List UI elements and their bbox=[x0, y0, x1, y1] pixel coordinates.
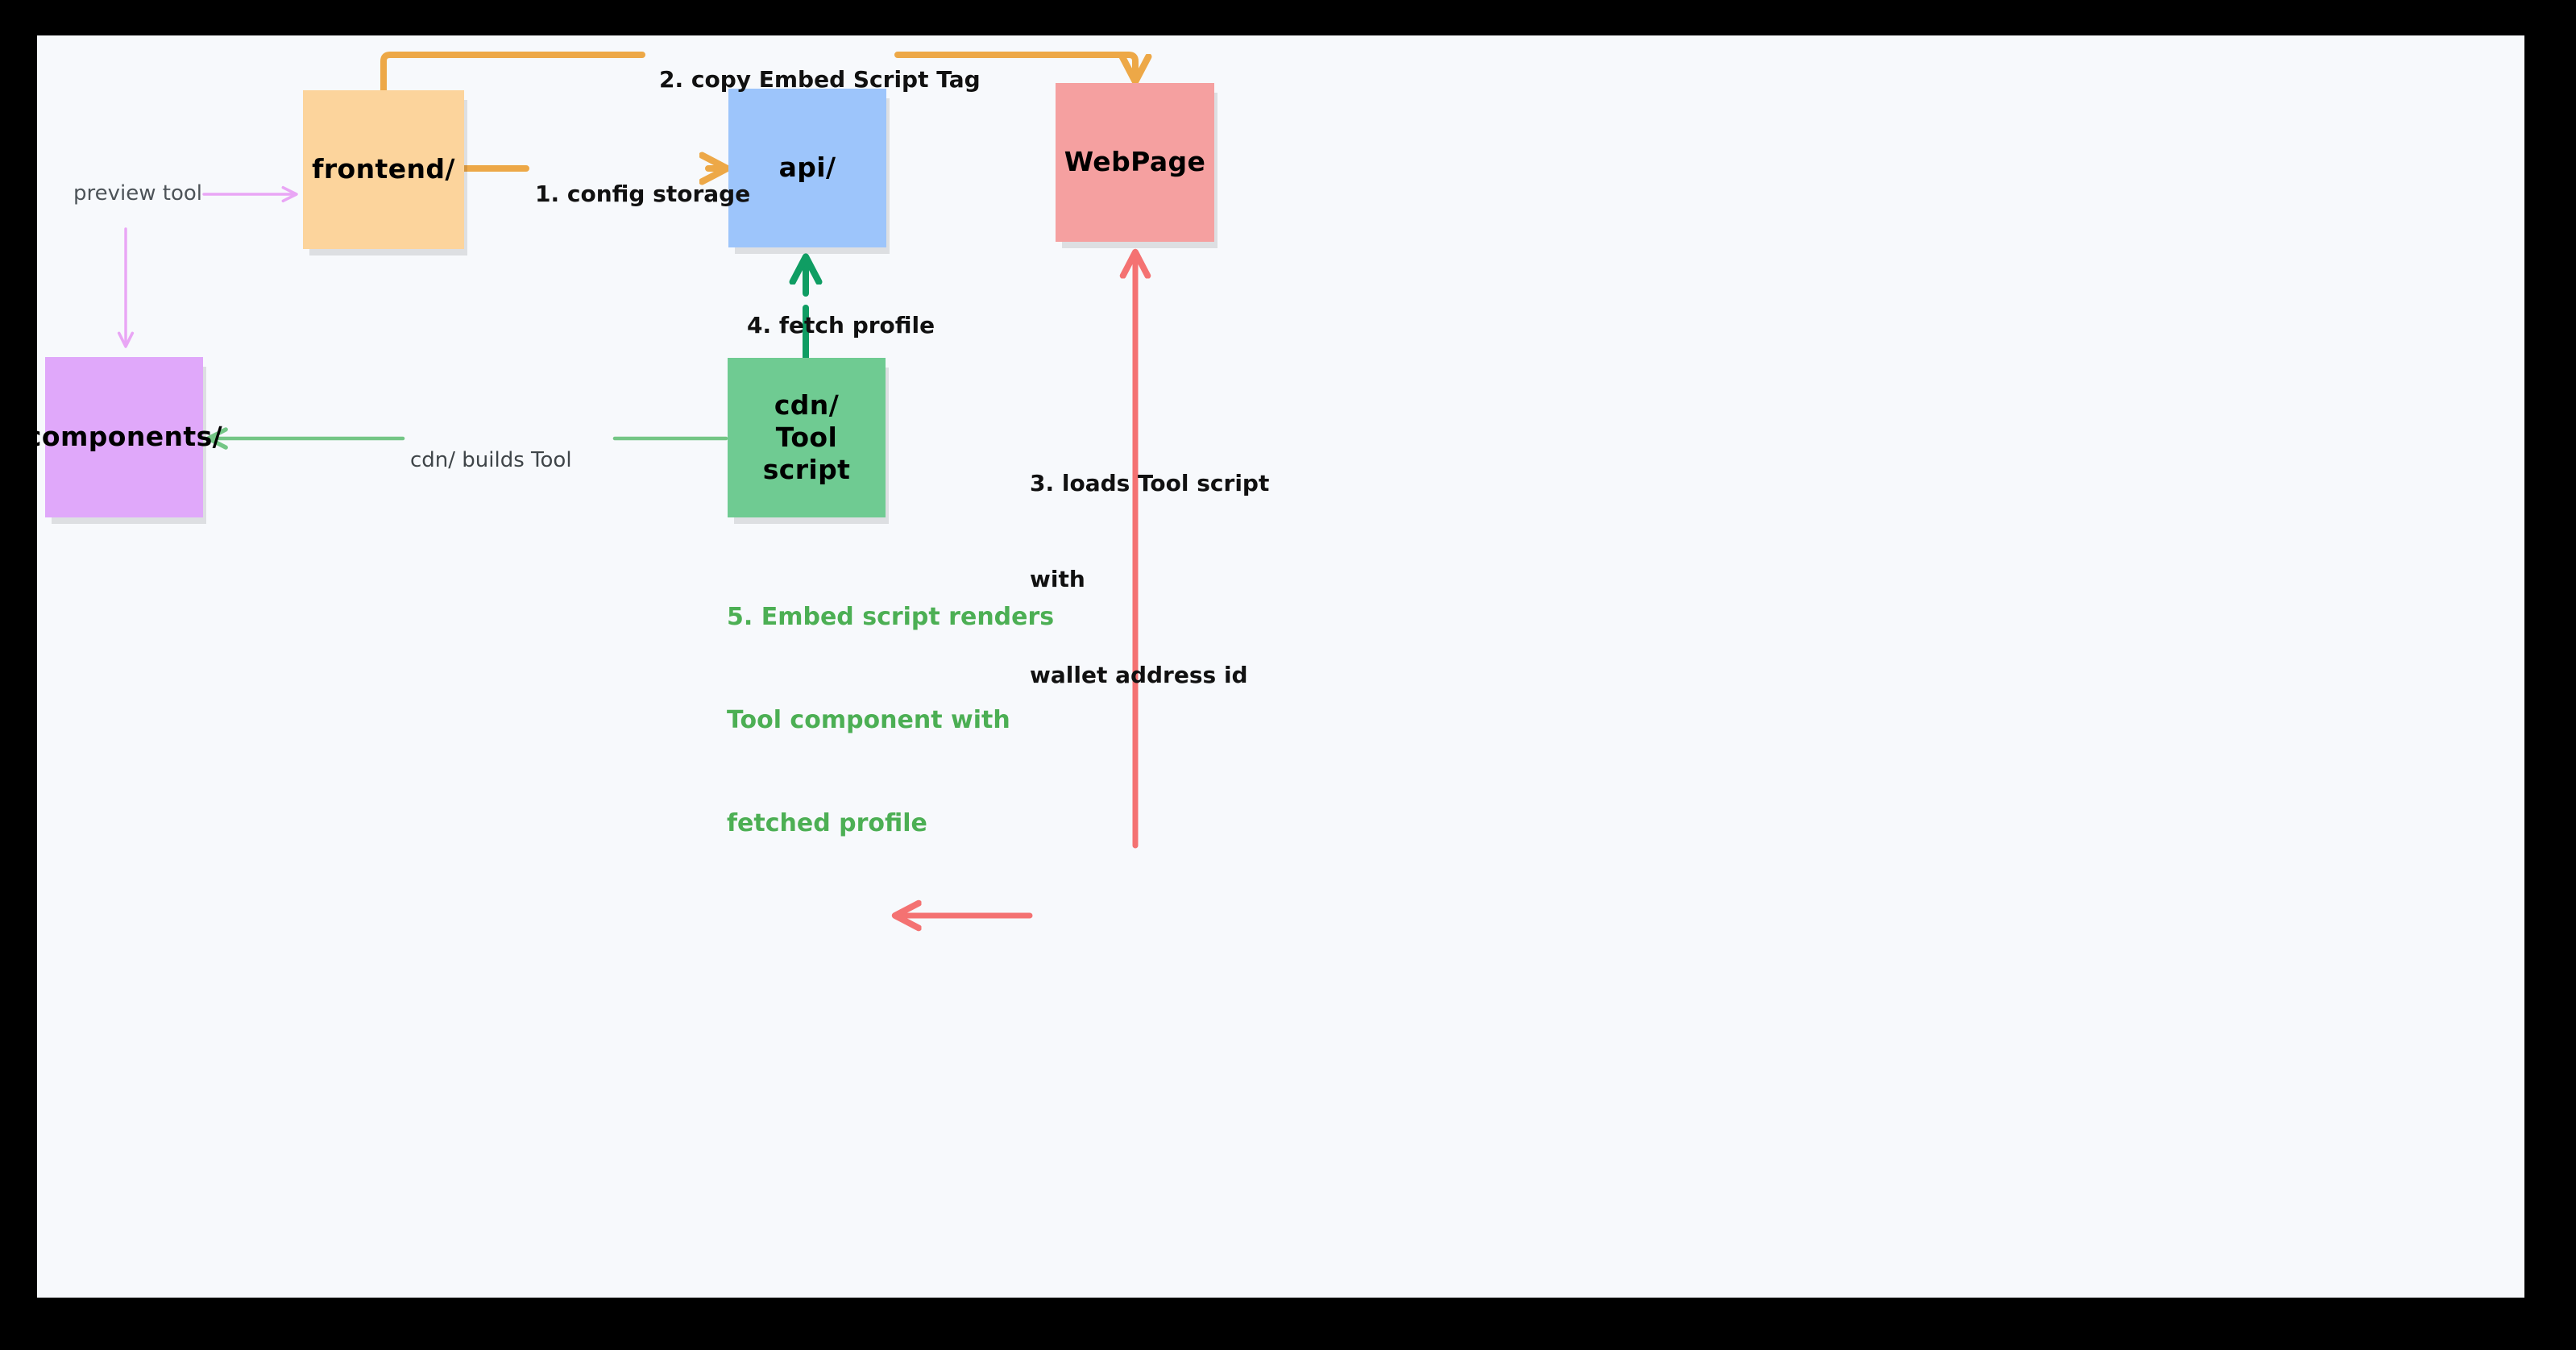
edge-label-fetch-profile: 4. fetch profile bbox=[747, 312, 935, 339]
edge-label-config-storage: 1. config storage bbox=[535, 181, 751, 207]
edge-label-preview-tool: preview tool bbox=[73, 181, 202, 206]
node-webpage[interactable]: WebPage bbox=[1056, 83, 1214, 242]
node-cdn-label-line1: cdn/ bbox=[774, 388, 840, 421]
node-api-label: api/ bbox=[778, 152, 836, 184]
edge-label-copy-embed-script-tag: 2. copy Embed Script Tag bbox=[659, 66, 981, 93]
edge-label-cdn-builds-tool: cdn/ builds Tool bbox=[410, 448, 572, 472]
edge-label-loads-tool-script-line3: wallet address id bbox=[1030, 662, 1248, 688]
annotation-embed-script-renders-line2: Tool component with bbox=[727, 705, 1010, 734]
node-cdn-label: cdn/ Tool script bbox=[728, 389, 886, 487]
annotation-embed-script-renders-line1: 5. Embed script renders bbox=[727, 603, 1055, 632]
edge-label-loads-tool-script-line2: with bbox=[1030, 565, 1085, 592]
node-frontend[interactable]: frontend/ bbox=[303, 90, 464, 249]
edge-label-loads-tool-script-line1: 3. loads Tool script bbox=[1030, 469, 1270, 496]
annotation-embed-script-renders: 5. Embed script renders Tool component w… bbox=[727, 532, 1054, 910]
edge-label-loads-tool-script: 3. loads Tool script with wallet address… bbox=[1030, 403, 1269, 755]
node-cdn-label-line2: Tool script bbox=[762, 421, 851, 486]
node-webpage-label: WebPage bbox=[1064, 146, 1206, 178]
node-api[interactable]: api/ bbox=[728, 89, 886, 247]
annotation-embed-script-renders-line3: fetched profile bbox=[727, 808, 927, 837]
node-cdn[interactable]: cdn/ Tool script bbox=[728, 358, 886, 517]
node-frontend-label: frontend/ bbox=[312, 153, 455, 185]
node-components-label: components/ bbox=[37, 421, 223, 453]
diagram-canvas: frontend/ api/ WebPage components/ cdn/ … bbox=[37, 35, 2524, 1298]
node-components[interactable]: components/ bbox=[37, 357, 222, 517]
